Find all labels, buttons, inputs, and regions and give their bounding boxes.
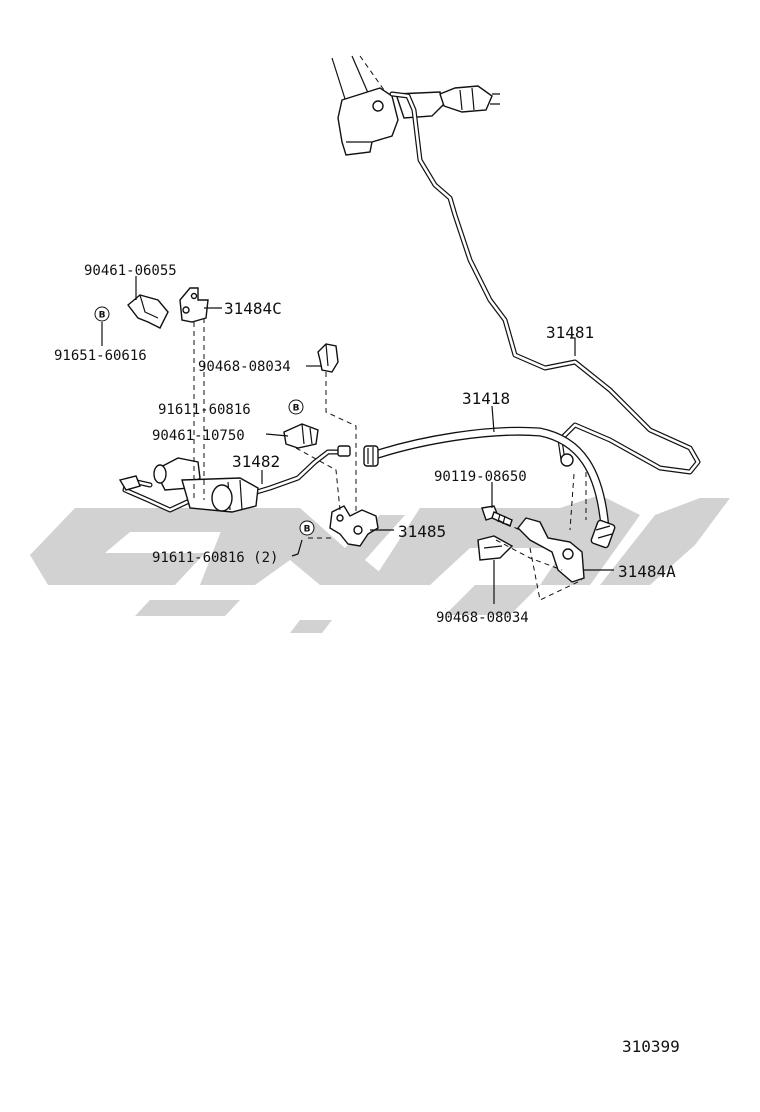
clutch-master-cylinder [331, 55, 500, 156]
label-90119-08650: 90119-08650 [434, 469, 527, 485]
label-90468-08034-bottom: 90468-08034 [436, 610, 529, 626]
svg-text:B: B [304, 525, 311, 535]
clip-90468-08034-top [317, 343, 339, 373]
bolt-marker-2: B [288, 399, 304, 415]
bracket-31484c [179, 287, 209, 323]
label-31485: 31485 [398, 522, 446, 541]
assembly-dashed-lines [193, 318, 587, 601]
label-90461-10750: 90461-10750 [152, 428, 245, 444]
flexible-hose-31418 [363, 426, 616, 549]
bolt-marker-1: B [94, 306, 110, 322]
clutch-pipe-31481 [389, 91, 701, 475]
svg-text:B: B [293, 404, 300, 414]
label-31481: 31481 [546, 323, 594, 342]
label-31484c: 31484C [224, 299, 282, 318]
label-91611-60816-2: 91611-60816 (2) [152, 550, 278, 566]
label-91651-60616: 91651-60616 [54, 348, 147, 364]
clutch-release-cylinder [118, 457, 259, 513]
figure-code: 310399 [622, 1037, 680, 1056]
bolt-marker-3: B [299, 520, 315, 536]
svg-text:B: B [99, 311, 106, 321]
label-90461-06055: 90461-06055 [84, 263, 177, 279]
label-90468-08034-top: 90468-08034 [198, 359, 291, 375]
label-31484a: 31484A [618, 562, 676, 581]
clip-90461-10750 [283, 423, 319, 449]
clip-90461-06055 [127, 294, 169, 329]
label-31482: 31482 [232, 452, 280, 471]
leader-lines [101, 276, 614, 604]
clip-90468-08034-bottom [477, 535, 514, 561]
bracket-31484a [517, 517, 585, 583]
bracket-31485 [329, 505, 379, 547]
label-31418: 31418 [462, 389, 510, 408]
label-91611-60816: 91611-60816 [158, 402, 251, 418]
